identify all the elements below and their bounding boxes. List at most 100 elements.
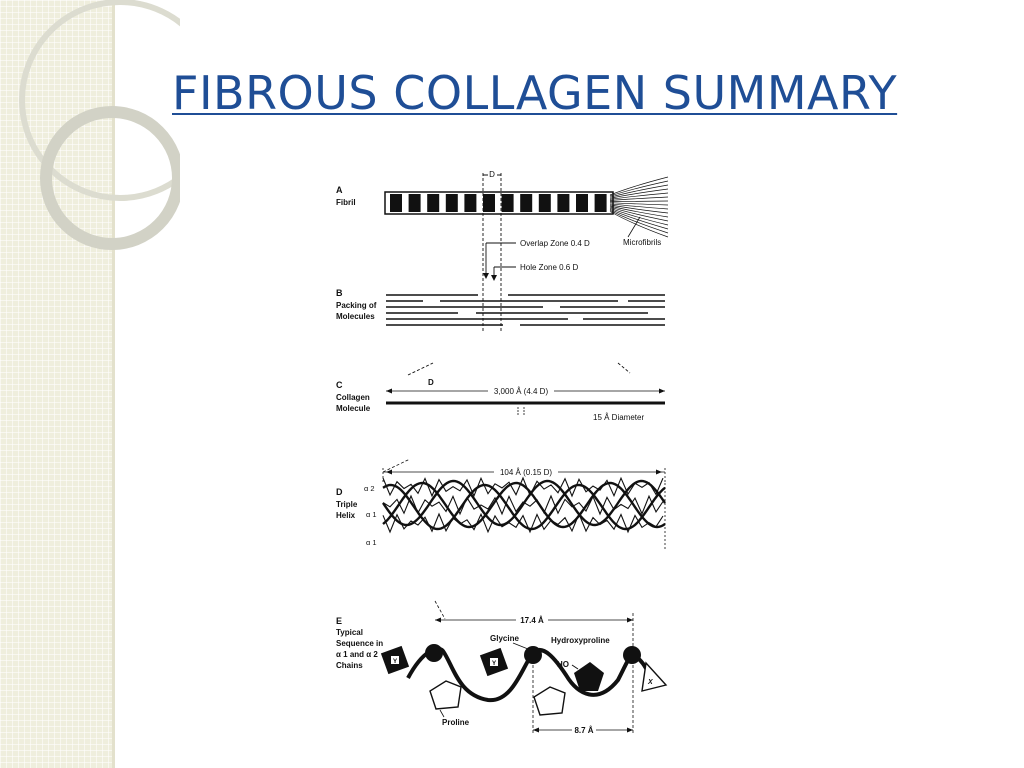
- period-bg: [516, 613, 548, 625]
- fibril-band: [520, 194, 533, 212]
- panel-a-fibril: A Fibril Microfibrils D Overlap Zone 0.4…: [336, 168, 669, 332]
- microfibril-strand: [609, 196, 669, 201]
- microfibril-strand: [609, 192, 669, 200]
- triple-helix-strands: [382, 476, 666, 550]
- ho-bond: [571, 664, 579, 670]
- molecule-d-dash-right: [617, 362, 631, 374]
- residue-y-1-label: Y: [393, 658, 398, 665]
- decorative-arcs: [19, 0, 180, 250]
- decorative-arc-small: [40, 106, 180, 250]
- microfibril-strand: [609, 188, 669, 199]
- fibril-band: [445, 194, 458, 212]
- fibril-band: [538, 194, 551, 212]
- residue-y-2-box: [490, 658, 498, 666]
- chain-label-alpha2: α 2: [364, 484, 375, 493]
- residue-x-label: X: [647, 679, 654, 686]
- residue-y-1: Y: [380, 645, 410, 675]
- fibril-bands: [390, 194, 607, 212]
- period-arrow-left: [435, 617, 441, 623]
- helix-pitch-bg: [494, 465, 558, 477]
- microfibrils-strands: [609, 176, 669, 238]
- spacing-bg: [572, 723, 596, 735]
- microfibril-strand: [609, 207, 669, 226]
- decorative-arc-large: [19, 0, 180, 201]
- panel-b-label-line1: Packing of: [336, 301, 377, 310]
- hole-zone-arrowhead: [491, 275, 497, 281]
- glycine-pointer: [512, 642, 529, 650]
- d-marker-bg: [488, 168, 497, 178]
- panel-e-label-line2: Sequence in: [336, 639, 383, 648]
- panel-c-molecule: C Collagen Molecule D 3,000 Å (4.4 D) 15…: [336, 362, 665, 422]
- panel-c-label-line1: Collagen: [336, 393, 370, 402]
- panel-d-letter: D: [336, 487, 343, 497]
- fibril-band: [483, 194, 495, 212]
- period-dash-left: [434, 600, 446, 620]
- fibril-band: [408, 194, 421, 212]
- microfibril-strand: [609, 180, 669, 197]
- hydroxyproline-ho: HO: [557, 660, 569, 669]
- residue-y-2: Y: [479, 647, 509, 677]
- fibril-band: [390, 194, 402, 212]
- panel-b-letter: B: [336, 288, 343, 298]
- residue-y-2-label: Y: [492, 660, 497, 667]
- helix-zigzag: [382, 512, 664, 534]
- molecule-length-bg: [488, 384, 554, 396]
- helix-zigzag: [382, 494, 664, 516]
- microfibril-strand: [609, 200, 669, 202]
- glycine-sphere-1: [425, 644, 443, 662]
- molecule-length-arrow-left: [386, 388, 392, 394]
- residue-y-1-box: [391, 656, 399, 664]
- glycine-sphere-3: [623, 646, 641, 664]
- fibril-band: [594, 194, 607, 212]
- microfibril-strand: [609, 184, 669, 198]
- hydroxyproline-label: Hydroxyproline: [551, 636, 610, 645]
- spacing-arrow-left: [533, 727, 539, 733]
- microfibril-strand: [609, 208, 669, 230]
- panel-b-packing: B Packing of Molecules: [336, 288, 665, 326]
- d-marker-label: D: [489, 170, 495, 179]
- collagen-diagram: A Fibril Microfibrils D Overlap Zone 0.4…: [328, 165, 678, 745]
- helix-pitch-arrow-left: [386, 469, 392, 475]
- fibril-band: [576, 194, 588, 212]
- period-label: 17.4 Å: [520, 616, 544, 625]
- glycine-label: Glycine: [490, 634, 519, 643]
- panel-e-label-line4: Chains: [336, 661, 363, 670]
- molecule-d-dash-left: [407, 362, 434, 376]
- proline-pentagon-1: [429, 680, 462, 710]
- decorative-left-strip: [0, 0, 112, 768]
- panel-a-letter: A: [336, 185, 343, 195]
- overlap-zone-arrowhead: [483, 273, 489, 279]
- panel-c-label-line2: Molecule: [336, 404, 371, 413]
- proline-pentagon-2: [533, 686, 566, 716]
- residue-x-triangle: [641, 661, 668, 692]
- fibril-band: [557, 194, 570, 212]
- molecule-length-label: 3,000 Å (4.4 D): [494, 387, 549, 396]
- slide-title: FIBROUS COLLAGEN SUMMARY: [172, 66, 898, 120]
- hole-zone-label: Hole Zone 0.6 D: [520, 263, 578, 272]
- proline-pointer: [439, 709, 445, 718]
- collagen-diagram-svg: A Fibril Microfibrils D Overlap Zone 0.4…: [336, 168, 669, 735]
- molecule-length-arrow-right: [659, 388, 665, 394]
- helix-pitch-label: 104 Å (0.15 D): [500, 468, 552, 477]
- panel-a-label: Fibril: [336, 198, 356, 207]
- panel-d-label-line2: Helix: [336, 511, 356, 520]
- panel-d-label-line1: Triple: [336, 500, 358, 509]
- helix-pitch-arrow-right: [656, 469, 662, 475]
- chain-label-alpha1-a: α 1: [366, 510, 377, 519]
- microfibril-strand: [609, 210, 669, 234]
- fibril-band: [427, 194, 440, 212]
- helix-zigzag: [382, 476, 664, 498]
- panel-c-letter: C: [336, 380, 343, 390]
- panel-e-sequence: E Typical Sequence in α 1 and α 2 Chains…: [336, 600, 668, 735]
- spacing-arrow-right: [627, 727, 633, 733]
- fibril-band: [464, 194, 477, 212]
- panel-e-label-line1: Typical: [336, 628, 363, 637]
- helix-pitch-dash: [382, 458, 411, 473]
- microfibril-strand: [609, 204, 669, 214]
- decorative-strip-edge: [112, 0, 115, 768]
- proline-label: Proline: [442, 718, 470, 727]
- molecule-diameter-label: 15 Å Diameter: [593, 413, 644, 422]
- panel-b-label-line2: Molecules: [336, 312, 375, 321]
- chain-label-alpha1-b: α 1: [366, 538, 377, 547]
- microfibrils-pointer: [627, 216, 641, 238]
